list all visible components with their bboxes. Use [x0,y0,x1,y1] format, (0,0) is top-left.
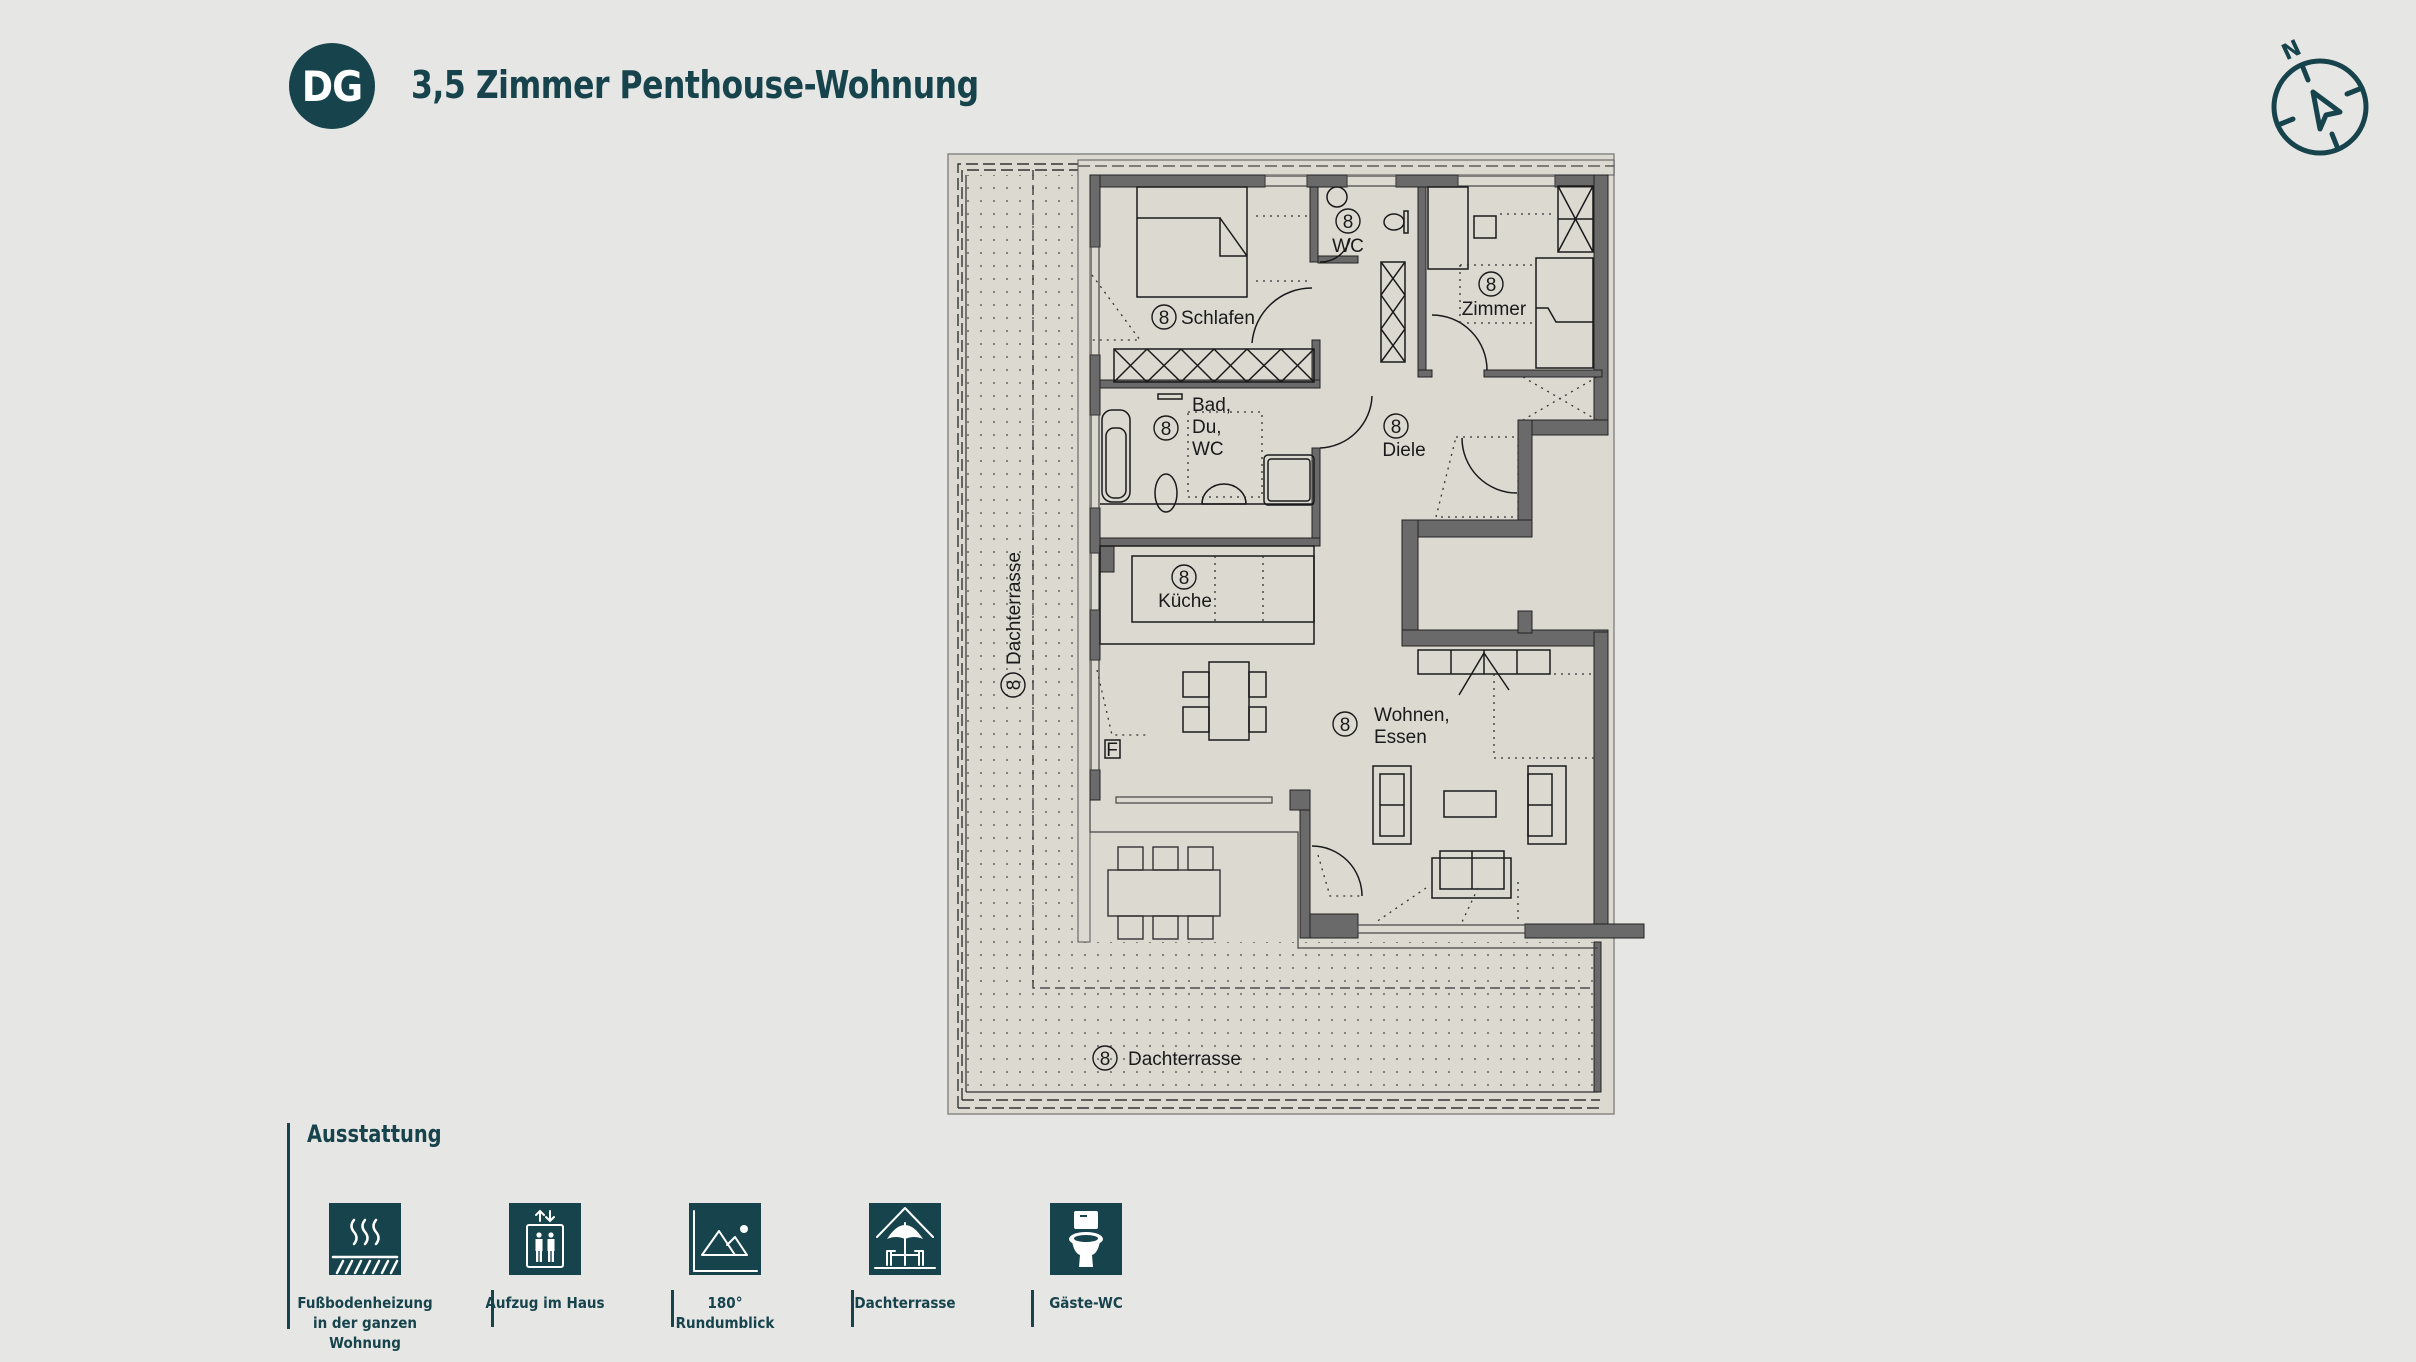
svg-text:8: 8 [1343,212,1354,233]
room-wc: 8 WC [1332,208,1364,257]
room-dachterrasse-west: 8 Dachterrasse [1000,552,1026,698]
walls [1089,174,1645,939]
panorama-icon [689,1203,761,1275]
feature-label: Aufzug im Haus [485,1294,605,1312]
room-diele: 8 Diele [1382,413,1426,461]
svg-text:8: 8 [1100,1049,1111,1070]
svg-text:Zimmer: Zimmer [1462,299,1527,320]
fridge-marker: F [1106,740,1118,761]
svg-text:8: 8 [1391,417,1402,438]
svg-text:Diele: Diele [1382,440,1425,461]
floor-badge-label: DG [301,61,363,111]
svg-text:8: 8 [1179,568,1190,589]
floor-heating-icon [329,1203,401,1275]
compass-icon: N [2260,30,2390,160]
feature-roof-terrace: Dachterrasse [815,1203,995,1313]
feature-separator [671,1290,674,1327]
svg-text:8: 8 [1159,308,1170,329]
room-wohnen: 8 Wohnen, Essen [1332,705,1450,748]
svg-text:Dachterrasse: Dachterrasse [1004,552,1025,665]
svg-text:Küche: Küche [1158,591,1212,612]
svg-text:Schlafen: Schlafen [1181,308,1255,329]
svg-text:Dachterrasse: Dachterrasse [1128,1049,1241,1070]
room-zimmer: 8 Zimmer [1462,271,1527,320]
feature-floor-heating: Fußbodenheizung in der ganzen Wohnung [275,1203,455,1353]
room-labels: 8 Schlafen 8 WC 8 Zimmer 8 Bad, Du, WC 8… [1000,208,1527,1071]
apartment-floor [1090,175,1608,930]
svg-text:8: 8 [1486,275,1497,296]
room-dachterrasse-sued: 8 Dachterrasse [1092,1045,1241,1071]
svg-text:Du,: Du, [1192,417,1222,438]
features-heading: Ausstattung [307,1120,442,1148]
feature-panorama: 180° Rundumblick [635,1203,815,1333]
floor-badge: DG [289,43,375,129]
feature-elevator: Aufzug im Haus [455,1203,635,1313]
svg-text:Wohnen,: Wohnen, [1374,705,1450,726]
feature-label: Fußbodenheizung in der ganzen Wohnung [297,1294,433,1352]
svg-text:8: 8 [1004,680,1025,691]
feature-label: Dachterrasse [854,1294,956,1312]
roof-terrace-icon [869,1203,941,1275]
room-schlafen: 8 Schlafen [1151,304,1255,330]
elevator-icon [509,1203,581,1275]
toilet-icon [1050,1203,1122,1275]
furniture [1099,185,1594,899]
svg-text:Essen: Essen [1374,727,1427,748]
feature-label: Gäste-WC [1049,1294,1123,1312]
feature-label: 180° Rundumblick [675,1294,775,1332]
feature-guest-wc: Gäste-WC [996,1203,1176,1313]
feature-separator [491,1290,494,1327]
svg-text:Bad,: Bad, [1192,395,1231,416]
feature-separator [1031,1290,1034,1327]
svg-text:WC: WC [1332,236,1364,257]
page-title: 3,5 Zimmer Penthouse-Wohnung [411,63,979,107]
features-divider-line [287,1123,290,1329]
svg-text:WC: WC [1192,439,1224,460]
room-kueche: 8 Küche [1158,564,1212,612]
feature-separator [851,1290,854,1327]
svg-text:8: 8 [1340,715,1351,736]
room-bad: 8 Bad, Du, WC [1153,395,1231,460]
svg-text:8: 8 [1161,419,1172,440]
